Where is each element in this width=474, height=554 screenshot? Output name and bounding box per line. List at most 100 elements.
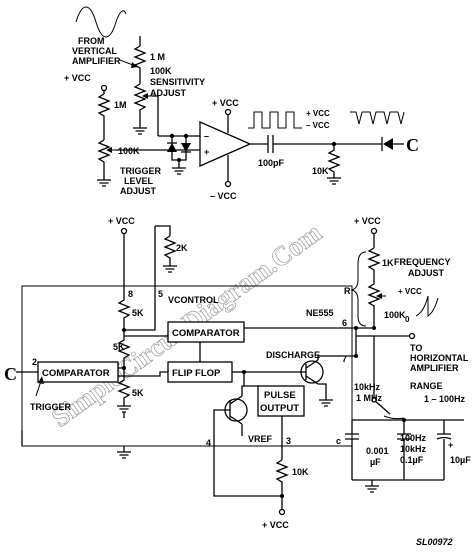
vcontrol-label: VCONTROL bbox=[168, 295, 219, 305]
sensitivity-pot bbox=[133, 83, 147, 124]
ground-symbol-diode bbox=[172, 167, 186, 175]
cap-01-line2: 10kHz bbox=[400, 444, 427, 454]
sensitivity-label-line3: ADJUST bbox=[150, 88, 187, 98]
svg-text:5: 5 bbox=[158, 289, 163, 299]
cap-10 bbox=[436, 420, 452, 480]
ground-symbol-ic bbox=[117, 451, 131, 459]
resistor-1k bbox=[367, 247, 381, 284]
discharge-label: DISCHARGE bbox=[266, 350, 320, 360]
ground-symbol-caps bbox=[365, 485, 379, 493]
ground-symbol-discharge bbox=[319, 399, 333, 407]
cap-0001-value: 0.001 bbox=[366, 446, 389, 456]
divider-resistor-3 bbox=[117, 368, 131, 406]
ne555-ic-box bbox=[21, 285, 353, 447]
comparator-left-label: COMPARATOR bbox=[42, 368, 110, 379]
marker-left: C bbox=[4, 364, 17, 384]
source-label-line2: VERTICAL bbox=[72, 46, 118, 56]
resistor-1m-left bbox=[97, 93, 111, 140]
comparator-top-box[interactable] bbox=[167, 321, 245, 343]
opamp-pos-supply: + VCC bbox=[212, 98, 239, 108]
resistor-2k bbox=[163, 235, 177, 266]
r-label: R bbox=[344, 286, 351, 296]
ground-symbol-divider bbox=[117, 405, 131, 413]
pulse-output-line1: PULSE bbox=[264, 390, 296, 401]
ground-symbol-sens bbox=[133, 124, 147, 135]
cap-0001-unit: µF bbox=[370, 457, 381, 467]
cap-100pf-label: 100pF bbox=[258, 158, 285, 168]
pulse-output-line2: OUTPUT bbox=[260, 403, 299, 414]
cap-01 bbox=[397, 420, 411, 480]
ground-symbol-trig bbox=[97, 176, 111, 187]
r-1m-left-label: 1M bbox=[114, 100, 127, 110]
vcc-top-right-label: + VCC bbox=[354, 216, 381, 226]
r-1m-top-label: 1 M bbox=[150, 52, 165, 62]
opamp-triangle bbox=[199, 121, 252, 167]
comparator-top-label: COMPARATOR bbox=[172, 328, 240, 339]
vcc-left-label: + VCC bbox=[64, 73, 91, 83]
square-level-pos: + VCC bbox=[306, 109, 330, 118]
range-switch[interactable] bbox=[373, 399, 391, 415]
freq-adjust-line2: ADJUST bbox=[408, 268, 445, 278]
cap-0001 bbox=[345, 420, 359, 480]
sensitivity-label-line1: 100K bbox=[150, 66, 172, 76]
range-low-label: 1 – 100Hz bbox=[424, 394, 466, 404]
spike-wave-icon bbox=[350, 111, 405, 125]
divider-resistor-1 bbox=[117, 286, 131, 330]
trigger-label: TRIGGER bbox=[30, 402, 72, 412]
svg-text:–: – bbox=[204, 131, 209, 141]
range-high-line1: 10kHz bbox=[354, 382, 381, 392]
pot-100k bbox=[367, 283, 381, 328]
vref-label: VREF bbox=[248, 434, 273, 444]
output-diode-icon bbox=[383, 138, 393, 150]
r-10k-label: 10K bbox=[312, 166, 329, 176]
cap-10-value: 10µF bbox=[450, 455, 471, 465]
resistor-1m-top bbox=[133, 45, 147, 84]
ramp-zero-label: 0 bbox=[405, 315, 410, 324]
cap-100pf bbox=[267, 135, 274, 153]
vcc-bottom-label: + VCC bbox=[262, 520, 289, 530]
ground-symbol-10k bbox=[327, 177, 341, 185]
square-level-neg: – VCC bbox=[306, 121, 330, 130]
pulse-output-box[interactable] bbox=[257, 385, 305, 417]
svg-text:4: 4 bbox=[206, 438, 211, 448]
ground-symbol-2k bbox=[163, 265, 177, 273]
svg-text:6: 6 bbox=[342, 318, 347, 328]
figure-ref: SL00972 bbox=[416, 537, 453, 547]
svg-text:8: 8 bbox=[128, 289, 133, 299]
trigger-level-line1: TRIGGER bbox=[120, 166, 162, 176]
diode-2-icon bbox=[181, 143, 191, 152]
diode-1-icon bbox=[167, 143, 177, 152]
source-label-line1: FROM bbox=[78, 36, 105, 46]
svg-text:+: + bbox=[204, 147, 209, 157]
to-amp-line2: HORIZONTAL bbox=[410, 353, 469, 363]
resistor-10k-top bbox=[327, 144, 341, 178]
trigger-pot-label: 100K bbox=[118, 146, 140, 156]
svg-text:2: 2 bbox=[32, 357, 37, 367]
to-amp-line3: AMPLIFIER bbox=[410, 363, 459, 373]
input-sine-wave-icon bbox=[75, 6, 127, 38]
divider-resistor-2 bbox=[117, 330, 131, 368]
range-high-line2: 1 MHz bbox=[356, 393, 383, 403]
svg-text:5K: 5K bbox=[132, 388, 144, 398]
vcc-ramp-label: + VCC bbox=[398, 287, 422, 296]
cap-c-label: c bbox=[336, 436, 341, 446]
r-pulse-label: 10K bbox=[292, 467, 309, 477]
pot-100k-label: 100K bbox=[384, 310, 406, 320]
cap-10-plus: + bbox=[448, 440, 453, 450]
to-amp-line1: TO bbox=[410, 343, 422, 353]
marker-top: C bbox=[406, 135, 419, 155]
r-bracket bbox=[350, 251, 367, 327]
trigger-pot bbox=[97, 139, 111, 176]
r-1k-label: 1K bbox=[382, 258, 394, 268]
cap-01-line3: 0.1µF bbox=[400, 455, 424, 465]
svg-text:7: 7 bbox=[342, 354, 347, 364]
range-label: RANGE bbox=[410, 381, 443, 391]
cap-01-line1: 100Hz bbox=[400, 433, 427, 443]
vcc-main-label: + VCC bbox=[108, 216, 135, 226]
trigger-level-line3: ADJUST bbox=[120, 186, 157, 196]
trigger-level-line2: LEVEL bbox=[124, 176, 154, 186]
source-label-line3: AMPLIFIER bbox=[72, 56, 121, 66]
r-2k-label: 2K bbox=[176, 243, 188, 253]
freq-adjust-line1: FREQUENCY bbox=[394, 257, 451, 267]
